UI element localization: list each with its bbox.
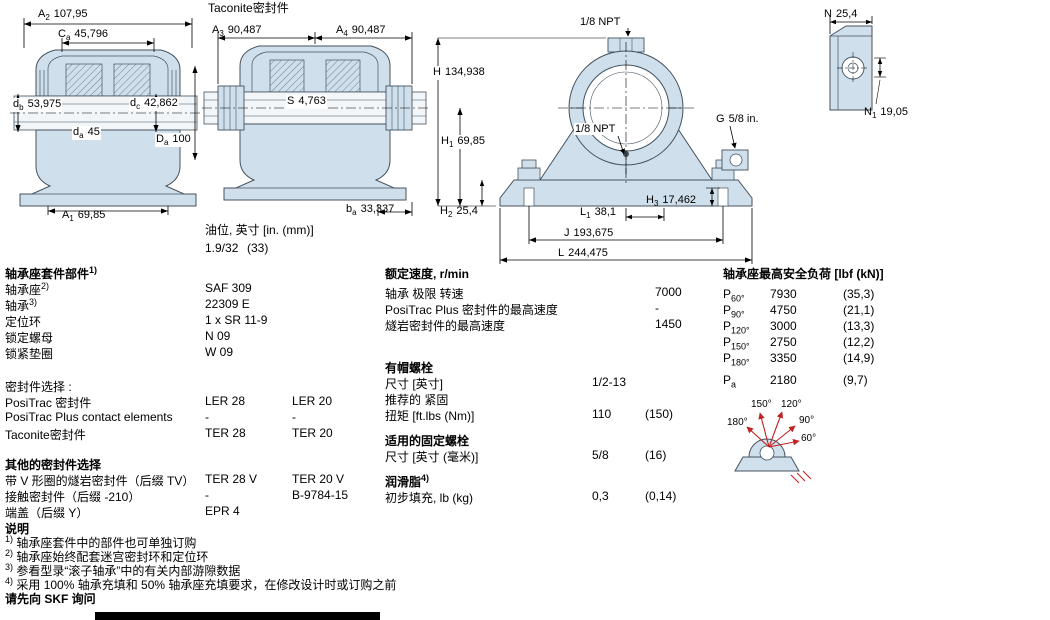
- table-row: 扭矩 [ft.lbs (Nm)]110(150): [385, 407, 674, 423]
- table-row: 推荐的 紧固: [385, 393, 449, 407]
- end-cap-svg: [829, 16, 886, 111]
- notes-footer: 请先向 SKF 询问: [5, 592, 96, 606]
- parts-title: 轴承座套件部件1): [5, 265, 98, 281]
- side-elevation-svg: [435, 28, 753, 264]
- cap-bolts-title: 有帽螺栓: [385, 361, 434, 375]
- table-row: P60°7930(35,3): [723, 287, 875, 304]
- table-row: PosiTrac Plus 密封件的最高速度-: [385, 301, 659, 317]
- other-seals-title: 其他的密封件选择: [5, 458, 102, 472]
- taconite-title: Taconite密封件: [208, 1, 289, 15]
- table-row: P150°2750(12,2): [723, 335, 875, 352]
- load-section: 轴承座最高安全负荷 [lbf (kN)] P60°7930(35,3) P90°…: [723, 265, 933, 389]
- dim-npt-top: 1/8 NPT: [580, 16, 621, 28]
- angle-label-150: 150°: [751, 399, 772, 410]
- anchor-bolts-title: 适用的固定螺栓: [385, 434, 470, 448]
- table-row: P90°4750(21,1): [723, 303, 875, 320]
- load-direction-svg: [734, 411, 812, 484]
- seal-choice-title: 密封件选择 :: [5, 380, 72, 394]
- table-row: PosiTrac Plus contact elements--: [5, 410, 296, 424]
- angle-label-180: 180°: [727, 417, 748, 428]
- oil-level-value: 1.9/32: [205, 241, 239, 255]
- oil-level-note: 油位, 英寸 [in. (mm)]: [205, 223, 314, 237]
- dim-npt-side: 1/8 NPT: [574, 123, 617, 135]
- table-row: 轴承座2)SAF 309: [5, 281, 252, 297]
- taconite-section-svg: [202, 32, 428, 216]
- table-row: P180°3350(14,9): [723, 351, 875, 368]
- table-row: P120°3000(13,3): [723, 319, 875, 336]
- load-direction-diagram: 180° 150° 120° 90° 60°: [727, 397, 867, 487]
- table-row: 接触密封件（后缀 -210）-B-9784-15: [5, 488, 349, 504]
- notes-section: 说明 1) 轴承座套件中的部件也可单独订购 2) 轴承座始终配套迷宫密封环和定位…: [5, 520, 565, 606]
- speed-title: 额定速度, r/min: [385, 267, 470, 281]
- load-title: 轴承座最高安全负荷 [lbf (kN)]: [723, 267, 884, 281]
- footer-bar: [95, 612, 380, 620]
- oil-level-value-mm: (33): [247, 241, 269, 255]
- angle-label-120: 120°: [781, 399, 802, 410]
- table-row: 尺寸 [英寸 (毫米)]5/8(16): [385, 448, 667, 464]
- angle-label-90: 90°: [799, 415, 815, 426]
- grease-title: 润滑脂4): [385, 473, 430, 489]
- note-item: 2) 轴承座始终配套迷宫密封环和定位环: [5, 548, 209, 564]
- notes-title: 说明: [5, 522, 30, 536]
- note-item: 3) 参看型录“滚子轴承”中的有关内部游隙数据: [5, 562, 241, 578]
- note-item: 1) 轴承座套件中的部件也可单独订购: [5, 534, 197, 550]
- note-item: 4) 采用 100% 轴承充填和 50% 轴承座充填要求，在修改设计时或订购之前: [5, 576, 397, 592]
- table-row: 端盖（后缀 Y）EPR 4: [5, 504, 240, 520]
- table-row: 初步填充, lb (kg)0,3(0,14): [385, 489, 677, 505]
- angle-label-60: 60°: [801, 433, 817, 444]
- table-row: 轴承3)22309 E: [5, 297, 250, 313]
- table-row: 尺寸 [英寸]1/2-13: [385, 375, 627, 391]
